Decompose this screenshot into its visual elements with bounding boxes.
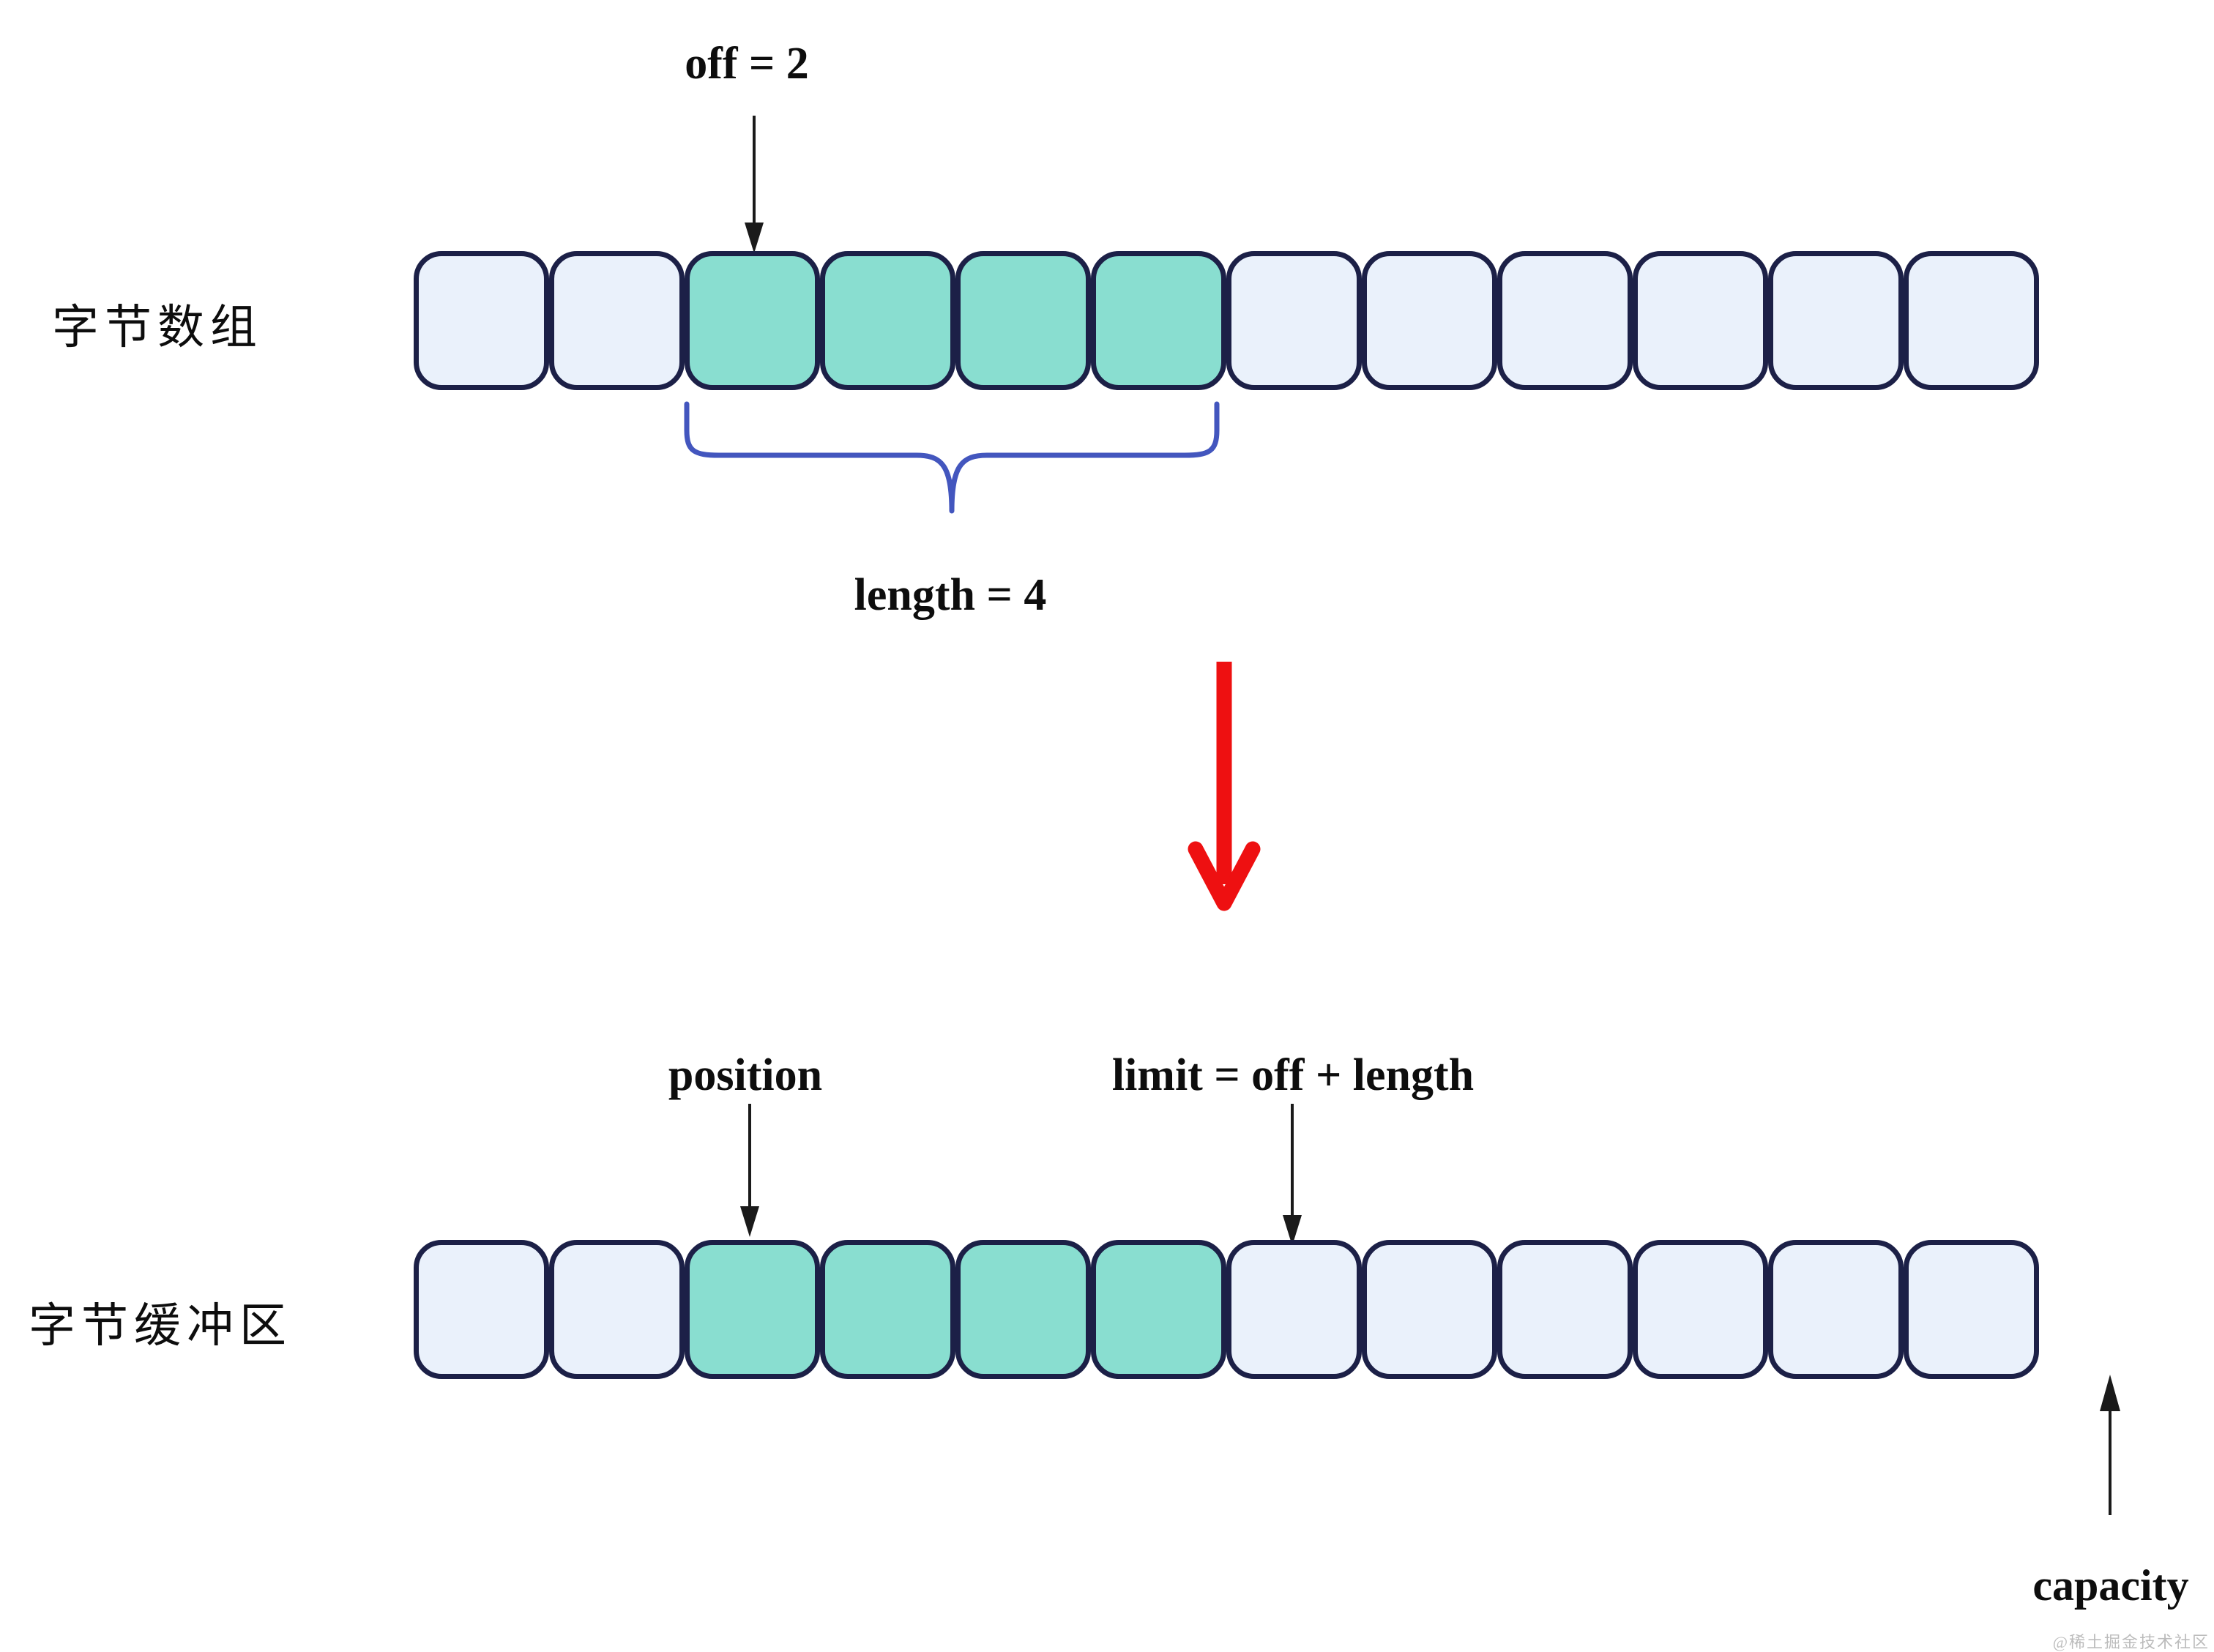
transform-red-down-arrow-icon <box>1188 662 1261 911</box>
byte-array-label: 字节数组 <box>52 302 263 354</box>
watermark-text: @稀土掘金技术社区 <box>2052 1633 2210 1651</box>
cell-1 <box>549 251 685 390</box>
cell-10 <box>1768 1240 1904 1379</box>
cell-6 <box>1226 1240 1362 1379</box>
cell-1 <box>549 1240 685 1379</box>
cell-5-highlighted <box>1091 251 1226 390</box>
cell-4-highlighted <box>955 251 1091 390</box>
length-underbrace-icon <box>684 401 1220 514</box>
cell-6 <box>1226 251 1362 390</box>
length-annotation-label: length = 4 <box>854 570 1047 620</box>
limit-annotation-label: limit = off + length <box>1111 1050 1475 1100</box>
byte-buffer-label: 字节缓冲区 <box>29 1300 292 1352</box>
cell-0 <box>414 1240 549 1379</box>
cell-4-highlighted <box>955 1240 1091 1379</box>
cell-8 <box>1497 1240 1633 1379</box>
cell-2-highlighted <box>685 251 820 390</box>
cell-8 <box>1497 251 1633 390</box>
cell-3-highlighted <box>820 251 955 390</box>
capacity-annotation-label: capacity <box>2032 1561 2189 1610</box>
position-annotation-label: position <box>668 1050 823 1100</box>
cell-10 <box>1768 251 1904 390</box>
byte-array-row <box>414 251 2039 390</box>
cell-7 <box>1362 251 1497 390</box>
off-down-arrow-icon <box>745 116 764 253</box>
limit-down-arrow-icon <box>1283 1104 1302 1246</box>
cell-2-highlighted <box>685 1240 820 1379</box>
cell-11 <box>1904 1240 2039 1379</box>
cell-3-highlighted <box>820 1240 955 1379</box>
cell-11 <box>1904 251 2039 390</box>
cell-7 <box>1362 1240 1497 1379</box>
capacity-up-arrow-icon <box>2100 1375 2120 1515</box>
cell-9 <box>1633 251 1768 390</box>
cell-0 <box>414 251 549 390</box>
byte-buffer-row <box>414 1240 2039 1379</box>
position-down-arrow-icon <box>740 1104 759 1237</box>
cell-9 <box>1633 1240 1768 1379</box>
cell-5-highlighted <box>1091 1240 1226 1379</box>
off-annotation-label: off = 2 <box>685 39 809 89</box>
